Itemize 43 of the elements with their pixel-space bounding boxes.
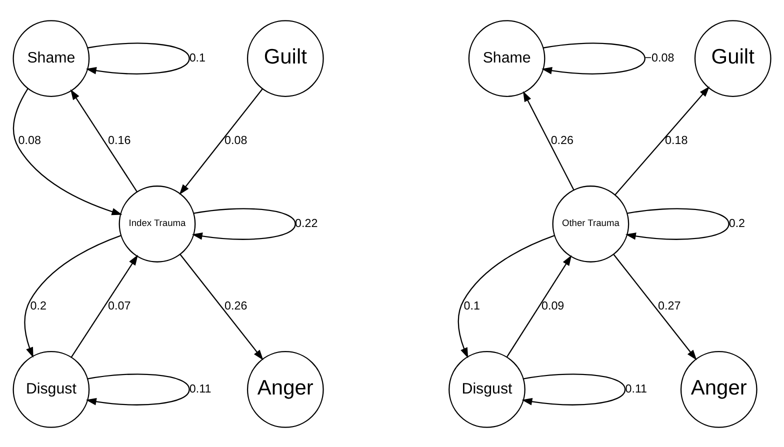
node-circle: Guilt bbox=[246, 20, 324, 96]
arrow bbox=[458, 234, 555, 358]
arrow bbox=[179, 88, 263, 194]
arrow bbox=[13, 88, 122, 215]
edge-label: 0.08 bbox=[18, 134, 41, 147]
node-circle: Shame bbox=[12, 20, 90, 96]
edge-label: −0.08 bbox=[644, 50, 674, 64]
edge-label: 0.08 bbox=[224, 134, 248, 147]
arrow bbox=[24, 234, 122, 358]
arrow bbox=[541, 42, 646, 74]
edge-label: 0.11 bbox=[189, 382, 212, 395]
arrow bbox=[70, 254, 138, 358]
arrow bbox=[522, 373, 626, 405]
edge-label: 0.07 bbox=[108, 299, 131, 312]
arrow bbox=[86, 373, 190, 405]
edge-label: 0.26 bbox=[550, 134, 574, 147]
edge-label: 0.09 bbox=[542, 299, 564, 312]
edge-label: 0.1 bbox=[189, 50, 206, 64]
arrow bbox=[522, 90, 574, 190]
node-circle: Shame bbox=[468, 20, 546, 96]
edge-label: 0.22 bbox=[295, 216, 318, 230]
edge-label: 0.11 bbox=[625, 382, 648, 395]
node-circle: Anger bbox=[680, 350, 758, 428]
edge-label: 0.1 bbox=[464, 299, 480, 312]
arrow bbox=[625, 208, 730, 240]
node-circle: Anger bbox=[246, 350, 324, 428]
node-circle: Disgust bbox=[448, 350, 526, 428]
arrow bbox=[70, 88, 138, 192]
edge-label: 0.16 bbox=[108, 134, 131, 147]
edge-label: 0.2 bbox=[30, 299, 46, 312]
edge-label: 0.27 bbox=[658, 299, 681, 312]
arrow bbox=[506, 254, 572, 357]
arrow bbox=[614, 86, 710, 194]
arrow bbox=[86, 42, 190, 74]
node-circle: Other Trauma bbox=[552, 185, 630, 262]
node-circle: Disgust bbox=[12, 350, 90, 428]
node-circle: Index Trauma bbox=[118, 185, 196, 262]
edge-label: 0.26 bbox=[224, 299, 248, 312]
arrow bbox=[613, 253, 697, 360]
arrow bbox=[180, 253, 264, 360]
edge-label: 0.18 bbox=[665, 134, 688, 147]
arrow bbox=[192, 208, 296, 240]
edge-label: 0.2 bbox=[728, 216, 746, 230]
